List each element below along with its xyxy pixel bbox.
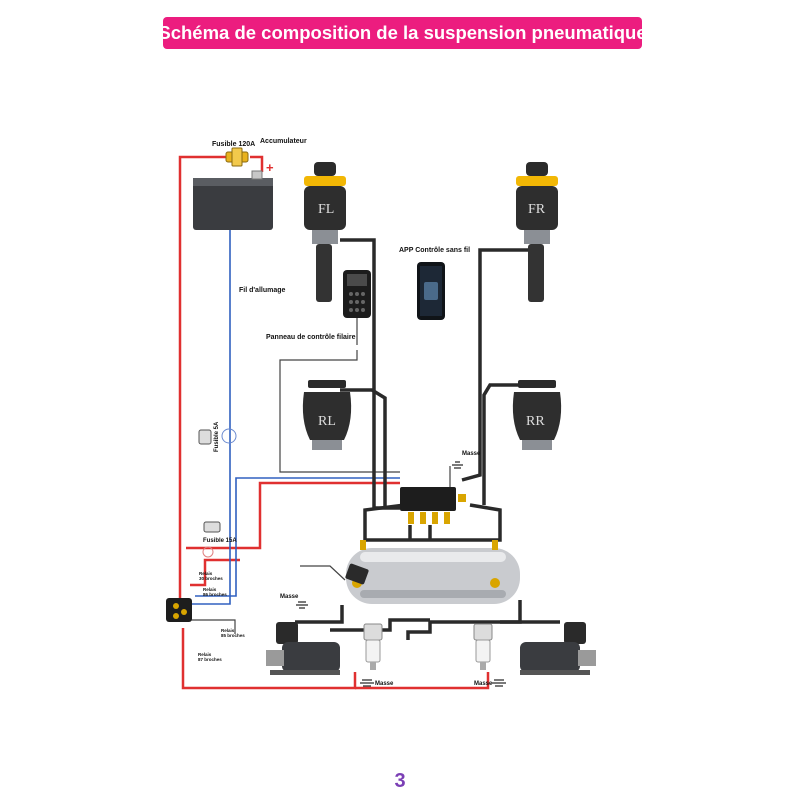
app-label: APP Contrôle sans fil (399, 247, 470, 254)
ignition-label: Fil d'allumage (239, 287, 286, 294)
ground-icon (452, 461, 463, 469)
remote-icon (343, 270, 371, 318)
fuse-main-label: Fusible 120A (212, 141, 255, 148)
bag-rl-label: RL (318, 414, 336, 429)
filter-right-icon (473, 623, 493, 670)
battery-icon (193, 170, 273, 230)
air-bag-rr (512, 380, 562, 450)
bag-fl-label: FL (318, 202, 334, 217)
control-wire (190, 318, 451, 634)
phone-icon (417, 262, 445, 320)
valve-block-icon (400, 487, 466, 524)
ground-icon-tank (296, 601, 308, 609)
signal-wire (190, 230, 400, 605)
battery-plus-label: + (266, 160, 274, 175)
fuse-15a-icon (202, 521, 221, 558)
fuse-5a-label: Fusible 5A (214, 421, 220, 452)
fuse-5a-icon (198, 428, 237, 445)
wired-panel-label: Panneau de contrôle filaire (266, 334, 356, 341)
air-tank-icon (345, 540, 520, 604)
ground-icon-bottom-left (360, 679, 374, 687)
filter-left-icon (363, 623, 383, 670)
ground-label-valve: Masse (462, 451, 481, 457)
compressor-left-icon (266, 622, 340, 675)
compressor-right-icon (520, 622, 596, 675)
ground-label-bottom-right: Masse (474, 681, 493, 687)
air-lines (295, 238, 560, 640)
bag-rr-label: RR (526, 414, 545, 429)
fuse-15a-label: Fusible 15A (203, 538, 237, 544)
fuse-icon (225, 147, 249, 167)
ground-label-bottom-left: Masse (375, 681, 394, 687)
relay-icon (166, 598, 192, 622)
air-bag-fl (304, 162, 346, 302)
ground-label-tank: Masse (280, 594, 299, 600)
page-number: 3 (394, 770, 406, 792)
bag-fr-label: FR (528, 202, 546, 217)
air-bag-fr (516, 162, 558, 302)
air-bag-rl (302, 380, 352, 450)
ground-icon-bottom-right (492, 679, 506, 687)
page-title: Schéma de composition de la suspension p… (158, 17, 647, 49)
battery-label: Accumulateur (260, 138, 307, 145)
